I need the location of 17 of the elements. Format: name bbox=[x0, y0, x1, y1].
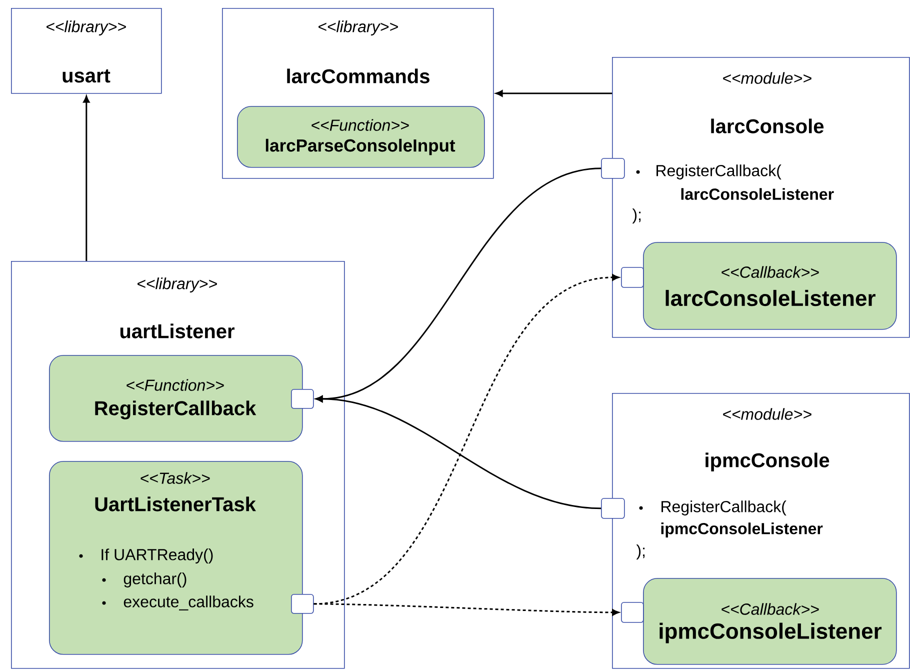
connector-arrow bbox=[316, 396, 602, 510]
port-square bbox=[291, 389, 314, 409]
callback-box: <<Callback>> ipmcConsoleListener bbox=[643, 578, 897, 665]
port-square bbox=[601, 158, 625, 179]
function-box: <<Function>> RegisterCallback bbox=[49, 355, 303, 442]
port-square bbox=[621, 602, 644, 623]
port-square bbox=[621, 267, 644, 288]
library-box: <<library>> usart bbox=[11, 8, 162, 94]
connector-arrow bbox=[496, 90, 612, 97]
task-box: <<Task>> UartListenerTask If UARTReady() getchar() execute_callbacks bbox=[49, 461, 303, 655]
connector-arrow bbox=[314, 603, 620, 616]
port-square bbox=[291, 594, 314, 614]
connector-arrow bbox=[83, 96, 90, 261]
callback-box: <<Callback>> larcConsoleListener bbox=[643, 242, 897, 330]
connector-arrow bbox=[314, 274, 620, 605]
function-box: <<Function>> larcParseConsoleInput bbox=[237, 106, 485, 168]
port-square bbox=[601, 498, 625, 519]
